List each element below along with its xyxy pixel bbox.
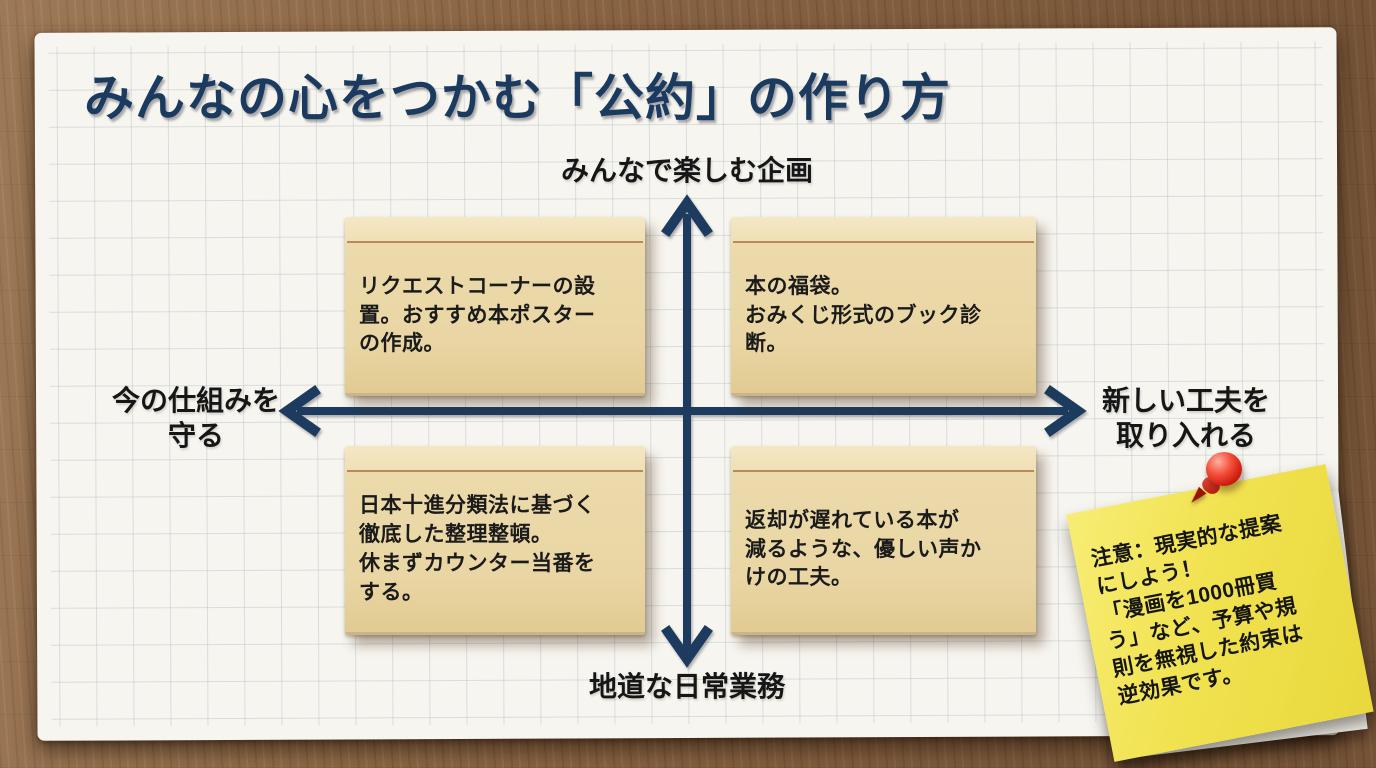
pushpin-ball xyxy=(1206,452,1242,486)
warning-sticky-text: 注意：現実的な提案 にしよう！ 「漫画を1000冊買 う」など、予算や規 則を無… xyxy=(1089,511,1305,709)
note-text-bottom-left: 日本十進分類法に基づく 徹底した整理整頓。 休まずカウンター当番を する。 xyxy=(359,494,596,604)
axis-label-top: みんなで楽しむ企画 xyxy=(560,155,814,186)
axis-label-left: 今の仕組みを 守る xyxy=(111,385,281,451)
pushpin-icon xyxy=(1186,452,1248,518)
note-text-top-right: 本の福袋。 おみくじ形式のブック診断。 xyxy=(745,274,982,356)
slide-title: みんなの心をつかむ「公約」の作り方 xyxy=(84,70,951,126)
axis-label-bottom: 地道な日常業務 xyxy=(588,671,786,702)
quadrant-note-top-left: リクエストコーナーの設 置。おすすめ本ポスター の作成。 xyxy=(345,217,645,396)
axis-label-right: 新しい工夫を 取り入れる xyxy=(1101,385,1271,451)
note-text-top-left: リクエストコーナーの設 置。おすすめ本ポスター の作成。 xyxy=(359,274,596,356)
note-text-bottom-right: 返却が遅れている本が 減るような、優しい声か けの工夫。 xyxy=(745,508,982,590)
quadrant-note-top-right: 本の福袋。 おみくじ形式のブック診断。 xyxy=(731,217,1036,396)
quadrant-note-bottom-left: 日本十進分類法に基づく 徹底した整理整頓。 休まずカウンター当番を する。 xyxy=(345,446,645,635)
quadrant-note-bottom-right: 返却が遅れている本が 減るような、優しい声か けの工夫。 xyxy=(731,446,1036,635)
